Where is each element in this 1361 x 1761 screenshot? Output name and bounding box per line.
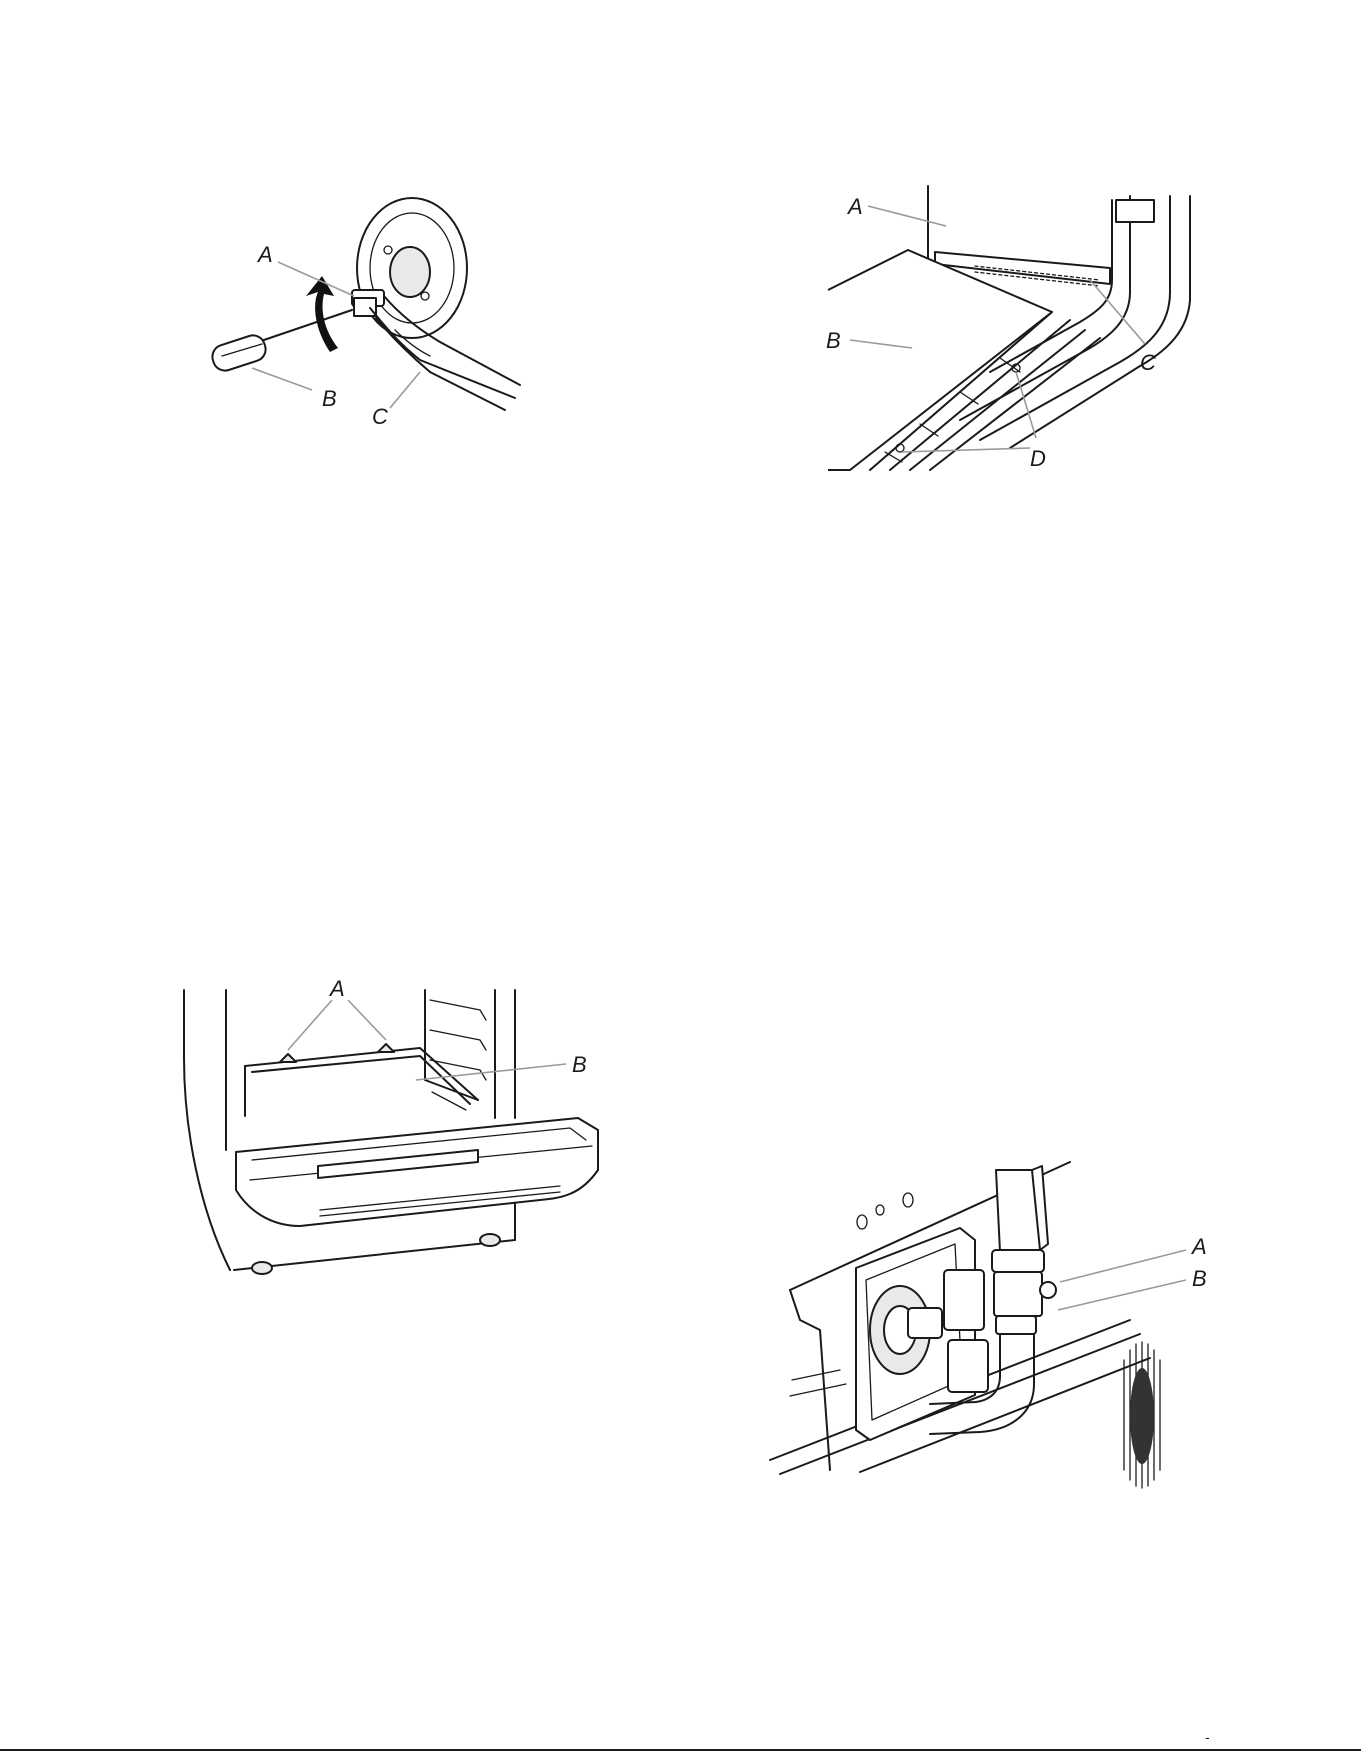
fig4-label-a: A <box>1190 1234 1207 1259</box>
fig4-label-b: B <box>1192 1266 1207 1291</box>
figure-oven-bottom-panel <box>828 186 1190 470</box>
figure-oven-cavity <box>184 990 598 1274</box>
fig2-label-b: B <box>826 328 841 353</box>
fig1-label-a: A <box>256 242 273 267</box>
fig3-label-b: B <box>572 1052 587 1077</box>
gas-flame-hatch <box>1124 1342 1160 1488</box>
fig2-label-a: A <box>846 194 863 219</box>
footer-mark: - <box>1205 1729 1210 1745</box>
figure-burner-adjustment <box>209 198 520 410</box>
fig1-label-b: B <box>322 386 337 411</box>
fig2-label-d: D <box>1030 446 1046 471</box>
fig3-label-a: A <box>328 976 345 1001</box>
fig1-label-c: C <box>372 404 388 429</box>
fig2-label-c: C <box>1140 350 1156 375</box>
figure-gas-connection <box>770 1162 1186 1488</box>
